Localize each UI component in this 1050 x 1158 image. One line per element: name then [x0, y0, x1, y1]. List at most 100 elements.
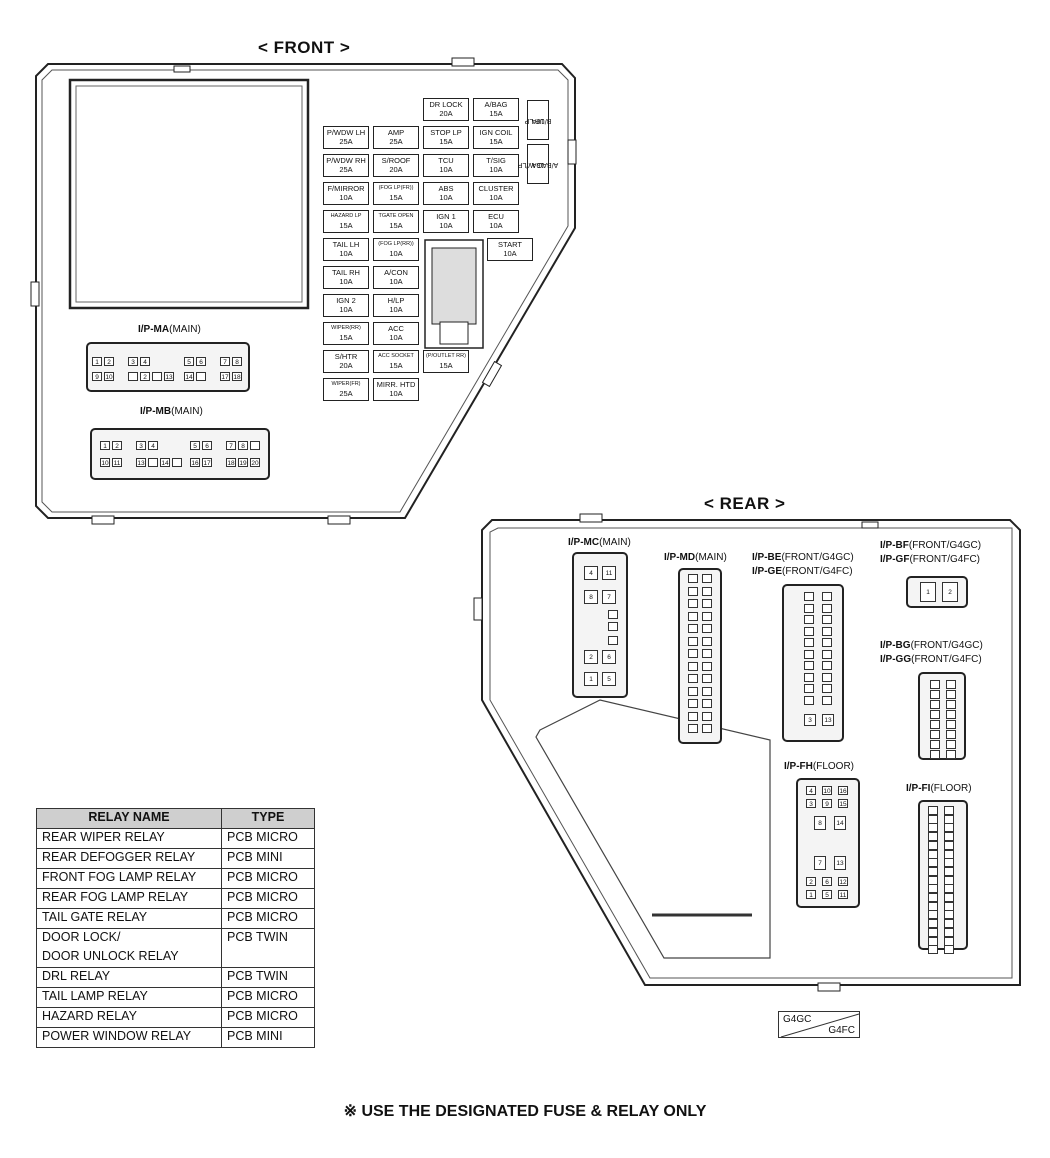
- label-ip-mc: I/P-MC(MAIN): [568, 537, 631, 548]
- relay-name: DRL RELAY: [36, 967, 222, 988]
- connector-pin: [930, 680, 940, 689]
- connector-pin: [946, 700, 956, 709]
- fuse-b-up-lp: B/UP LP 10A: [525, 100, 551, 140]
- connector-pin: 11: [838, 890, 848, 899]
- connector-pin: 8: [238, 441, 248, 450]
- connector-pin: 2: [806, 877, 816, 886]
- label-ip-ge: I/P-GE(FRONT/G4FC): [752, 566, 853, 577]
- connector-pin: 2: [140, 372, 150, 381]
- connector-pin: 13: [822, 714, 834, 726]
- connector-pin: [688, 649, 698, 658]
- legend-bottom: G4FC: [828, 1025, 855, 1036]
- connector-pin: [804, 649, 814, 659]
- connector-pin: [944, 832, 954, 842]
- connector-pin: 17: [202, 458, 212, 467]
- connector-pin: 6: [196, 357, 206, 366]
- label-ip-md: I/P-MD(MAIN): [664, 552, 727, 563]
- relay-table-header: RELAY NAME TYPE: [36, 808, 315, 829]
- connector-pin: [702, 674, 712, 683]
- connector-pin: 8: [232, 357, 242, 366]
- connector-pin: [944, 919, 954, 929]
- connector-pin: 5: [184, 357, 194, 366]
- connector-pin: [822, 638, 832, 647]
- connector-pin: [822, 695, 832, 705]
- connector-ip-ma: [86, 342, 250, 392]
- connector-pin: [944, 927, 954, 937]
- connector-pin: 1: [92, 357, 102, 366]
- connector-pin: [804, 684, 814, 693]
- connector-pin: [702, 599, 712, 608]
- connector-pin: [946, 690, 956, 699]
- connector-pin: [928, 866, 938, 876]
- connector-pin: [688, 711, 698, 721]
- relay-name: REAR WIPER RELAY: [36, 828, 222, 849]
- connector-pin: [928, 875, 938, 885]
- connector-pin: [944, 849, 954, 859]
- connector-pin: 4: [148, 441, 158, 450]
- connector-pin: [804, 695, 814, 705]
- label-ip-bg: I/P-BG(FRONT/G4GC): [880, 640, 983, 651]
- connector-ip-mb: [90, 428, 270, 480]
- connector-pin: [944, 936, 954, 946]
- connector-pin: 7: [220, 357, 230, 366]
- connector-pin: 11: [112, 458, 122, 467]
- connector-pin: [930, 750, 940, 759]
- connector-ip-fh: [796, 778, 860, 908]
- connector-pin: [702, 686, 712, 696]
- connector-pin: [608, 636, 618, 645]
- connector-ip-mc: [572, 552, 628, 698]
- connector-pin: [804, 672, 814, 682]
- connector-ip-md: [678, 568, 722, 744]
- connector-pin: 16: [838, 786, 848, 795]
- relay-type: PCB MICRO: [221, 1007, 315, 1028]
- connector-pin: [702, 649, 712, 658]
- connector-pin: [688, 624, 698, 633]
- connector-pin: [688, 674, 698, 683]
- connector-pin: [928, 858, 938, 868]
- connector-pin: [702, 699, 712, 708]
- connector-pin: [172, 458, 182, 467]
- label-ip-bf: I/P-BF(FRONT/G4GC): [880, 540, 982, 551]
- header-relay-name: RELAY NAME: [36, 808, 222, 829]
- connector-pin: [946, 740, 956, 749]
- connector-pin: 1: [100, 441, 110, 450]
- connector-pin: [148, 458, 158, 467]
- connector-ip-bf-gf: [906, 576, 968, 608]
- label-ip-mb: I/P-MB(MAIN): [140, 406, 203, 417]
- connector-pin: 10: [822, 786, 832, 795]
- connector-pin: [928, 823, 938, 833]
- connector-pin: [702, 574, 712, 583]
- connector-pin: [944, 910, 954, 920]
- connector-pin: [702, 586, 712, 596]
- connector-pin: 2: [104, 357, 114, 366]
- connector-pin: [608, 610, 618, 619]
- fuse-p-outlet-rr: (P/OUTLET RR)15A: [423, 350, 469, 373]
- connector-pin: [928, 832, 938, 842]
- connector-pin: [928, 806, 938, 815]
- connector-pin: 6: [202, 441, 212, 450]
- connector-pin: [804, 661, 814, 670]
- connector-pin: [928, 840, 938, 850]
- connector-pin: [928, 849, 938, 859]
- connector-pin: [702, 624, 712, 633]
- connector-pin: 5: [190, 441, 200, 450]
- connector-pin: 14: [160, 458, 170, 467]
- relay-type: PCB MICRO: [221, 987, 315, 1008]
- relay-type: PCB MICRO: [221, 868, 315, 889]
- fuse-fog-lp-fr: (FOG LP(FR))15A: [373, 182, 419, 205]
- relay-type: PCB TWIN: [221, 928, 315, 948]
- connector-pin: 9: [92, 372, 102, 381]
- header-type: TYPE: [221, 808, 315, 829]
